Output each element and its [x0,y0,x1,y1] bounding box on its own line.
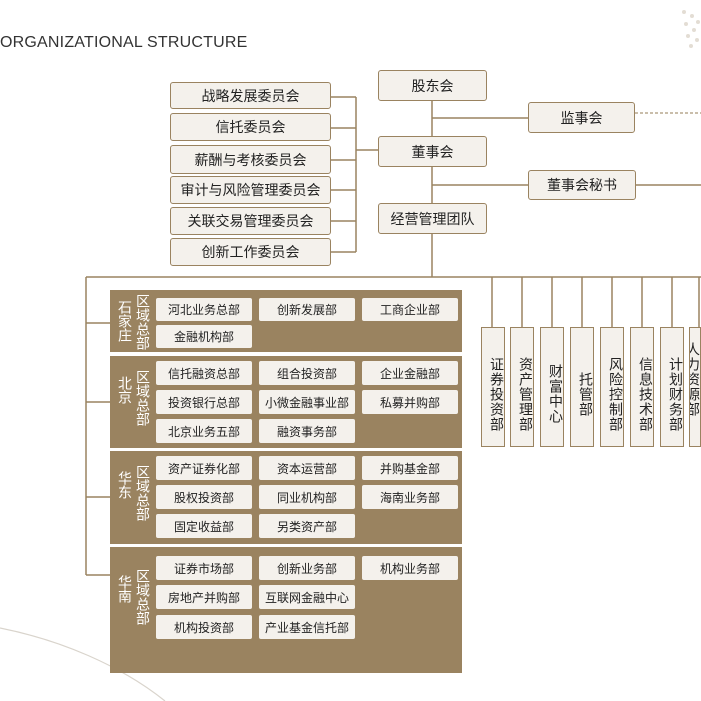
committee-trust: 信托委员会 [170,113,331,141]
dept-box: 私募并购部 [362,390,458,414]
region-label: 区域总部 [134,465,150,521]
page-title: ORGANIZATIONAL STRUCTURE [0,34,248,51]
dept-box: 机构业务部 [362,556,458,580]
region-panel-south-china: 区域总部 华南 证券市场部 创新业务部 机构业务部 房地产并购部 互联网金融中心… [110,547,462,673]
dept-box: 海南业务部 [362,485,458,509]
dept-box: 房地产并购部 [156,585,252,609]
management-node: 经营管理团队 [378,203,487,234]
region-name: 华东 [116,471,132,499]
committee-strategy: 战略发展委员会 [170,82,331,109]
board-secretary-node: 董事会秘书 [528,170,636,200]
dept-box: 同业机构部 [259,485,355,509]
dept-box: 互联网金融中心 [259,585,355,609]
functional-dept: 资产管理部 [510,327,534,447]
functional-dept-partial: 人力资源部 [689,327,701,447]
functional-dept: 财富中心 [540,327,564,447]
functional-dept: 托管部 [570,327,594,447]
board-node: 董事会 [378,136,487,167]
functional-dept: 证券投资部 [481,327,505,447]
dept-box: 固定收益部 [156,514,252,538]
dept-box: 融资事务部 [259,419,355,443]
dept-box: 资本运营部 [259,456,355,480]
region-panel-shijiazhuang: 区域总部 石家庄 河北业务总部 创新发展部 工商企业部 金融机构部 [110,290,462,352]
region-name: 北京 [116,376,132,404]
dept-box: 北京业务五部 [156,419,252,443]
region-panel-beijing: 区域总部 北京 信托融资总部 组合投资部 企业金融部 投资银行总部 小微金融事业… [110,356,462,448]
committee-audit-risk: 审计与风险管理委员会 [170,176,331,204]
functional-dept: 信息技术部 [630,327,654,447]
region-label: 区域总部 [134,294,150,350]
shareholders-node: 股东会 [378,70,487,101]
region-name: 华南 [116,575,132,603]
dept-box: 金融机构部 [156,325,252,348]
dept-box: 另类资产部 [259,514,355,538]
functional-dept: 风险控制部 [600,327,624,447]
supervisors-node: 监事会 [528,102,635,133]
dept-box: 资产证券化部 [156,456,252,480]
dept-box: 产业基金信托部 [259,615,355,639]
decorative-dots [682,10,700,48]
committee-innovation: 创新工作委员会 [170,238,331,266]
dept-box: 并购基金部 [362,456,458,480]
committee-related-transactions: 关联交易管理委员会 [170,207,331,235]
region-label: 区域总部 [134,569,150,625]
dept-box: 股权投资部 [156,485,252,509]
region-name: 石家庄 [116,300,132,342]
dept-box: 创新业务部 [259,556,355,580]
dept-box: 创新发展部 [259,298,355,321]
functional-dept: 计划财务部 [660,327,684,447]
dept-box: 证券市场部 [156,556,252,580]
committee-compensation: 薪酬与考核委员会 [170,145,331,174]
dept-box: 信托融资总部 [156,361,252,385]
dept-box: 机构投资部 [156,615,252,639]
region-label: 区域总部 [134,370,150,426]
dept-box: 投资银行总部 [156,390,252,414]
dept-box: 小微金融事业部 [259,390,355,414]
dept-box: 组合投资部 [259,361,355,385]
dept-box: 河北业务总部 [156,298,252,321]
dept-box: 工商企业部 [362,298,458,321]
dept-box: 企业金融部 [362,361,458,385]
region-panel-east-china: 区域总部 华东 资产证券化部 资本运营部 并购基金部 股权投资部 同业机构部 海… [110,451,462,544]
